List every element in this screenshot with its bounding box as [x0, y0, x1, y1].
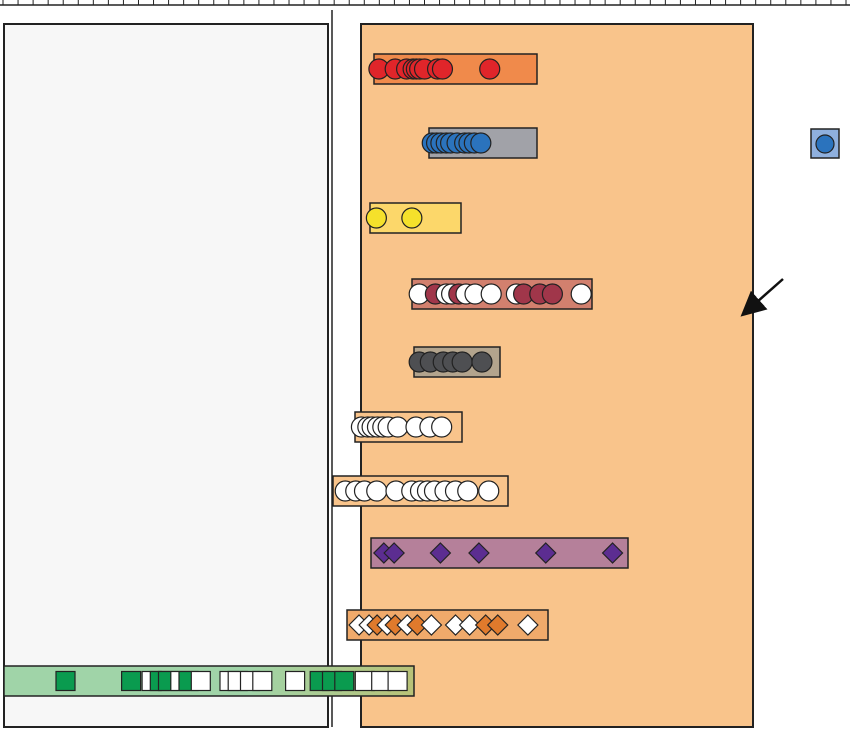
- cluster-member-yellow: [365, 207, 387, 229]
- cluster-member-white2: [478, 480, 500, 502]
- cluster-member-maroon: [570, 283, 592, 305]
- cluster-member-purple: [468, 542, 490, 564]
- cluster-member-yellow: [401, 207, 423, 229]
- cluster-member-green: [190, 670, 211, 692]
- cluster-member-maroon: [541, 283, 564, 305]
- outlier-member: [815, 134, 835, 154]
- cluster-member-purple: [601, 542, 624, 564]
- cluster-row-yellow: [365, 202, 462, 234]
- cluster-member-purple: [534, 542, 557, 564]
- cluster-member-gray: [471, 351, 493, 373]
- cluster-member-blue: [470, 132, 492, 154]
- cluster-row-green: [3, 665, 415, 697]
- cluster-member-maroon: [480, 283, 502, 305]
- cluster-row-maroon: [408, 278, 593, 310]
- cluster-member-red: [431, 58, 454, 80]
- outlier-cluster: [810, 128, 840, 159]
- cluster-member-green: [120, 670, 142, 692]
- cluster-bar-purple: [370, 537, 629, 569]
- cluster-member-green: [55, 670, 76, 692]
- cluster-member-orange: [486, 614, 509, 636]
- cluster-member-green: [334, 670, 355, 692]
- cluster-member-green: [252, 670, 273, 692]
- cluster-member-green: [285, 670, 306, 692]
- cluster-member-orange: [420, 614, 443, 636]
- cluster-member-white: [431, 416, 453, 438]
- cluster-member-white2: [366, 480, 388, 502]
- cluster-row-white2: [332, 475, 509, 507]
- cluster-row-white: [350, 411, 463, 443]
- cluster-row-blue: [421, 127, 538, 159]
- cluster-member-orange: [458, 614, 481, 636]
- cluster-member-white2: [457, 480, 479, 502]
- cluster-member-green: [387, 670, 408, 692]
- cluster-member-orange: [517, 614, 539, 636]
- cluster-member-purple: [383, 542, 405, 564]
- cluster-row-gray: [408, 346, 501, 378]
- pointer-arrow: [740, 278, 784, 317]
- cluster-rows: [3, 53, 629, 697]
- cluster-row-orange: [346, 609, 549, 641]
- cluster-member-white: [387, 416, 409, 438]
- left-panel: [3, 23, 329, 728]
- cluster-row-purple: [370, 537, 629, 569]
- cluster-member-gray: [451, 351, 473, 373]
- top-ruler: [0, 0, 850, 6]
- cluster-row-red: [368, 53, 538, 85]
- cluster-member-purple: [429, 542, 452, 564]
- cluster-member-red: [479, 58, 501, 80]
